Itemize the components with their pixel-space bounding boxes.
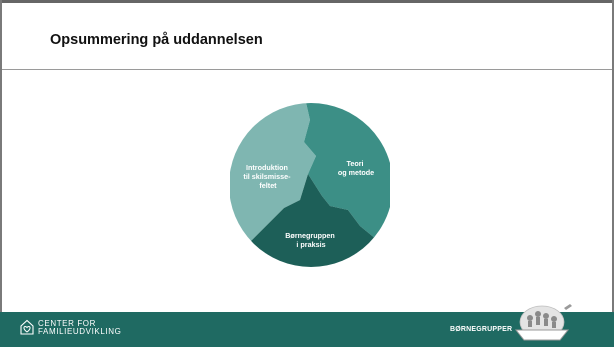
segment-practice-label: Børnegruppen i praksis	[285, 231, 337, 249]
center-for-familieudvikling-logo: CENTER FOR FAMILIEUDVIKLING	[20, 319, 122, 336]
cycle-diagram: Introduktion til skilsmisse- feltet Teor…	[230, 103, 390, 267]
title-divider	[2, 69, 612, 70]
segment-introduction-label: Introduktion til skilsmisse- feltet	[243, 163, 292, 190]
left-border	[0, 0, 2, 312]
segment-practice	[230, 174, 390, 267]
segment-theory-label: Teori og metode	[338, 159, 374, 177]
right-border	[612, 0, 614, 312]
segment-introduction	[230, 103, 316, 260]
slide-title: Opsummering på uddannelsen	[50, 32, 263, 48]
top-border	[0, 0, 614, 3]
boernegrupper-logo-text: BØRNEGRUPPER	[450, 326, 513, 333]
boernegrupper-boat-illustration	[514, 304, 572, 341]
footer-bar	[0, 312, 614, 347]
segment-theory	[304, 103, 390, 260]
brand-line-1: CENTER FOR	[38, 319, 96, 328]
house-heart-icon	[20, 319, 34, 335]
brand-line-2: FAMILIEUDVIKLING	[38, 327, 122, 336]
